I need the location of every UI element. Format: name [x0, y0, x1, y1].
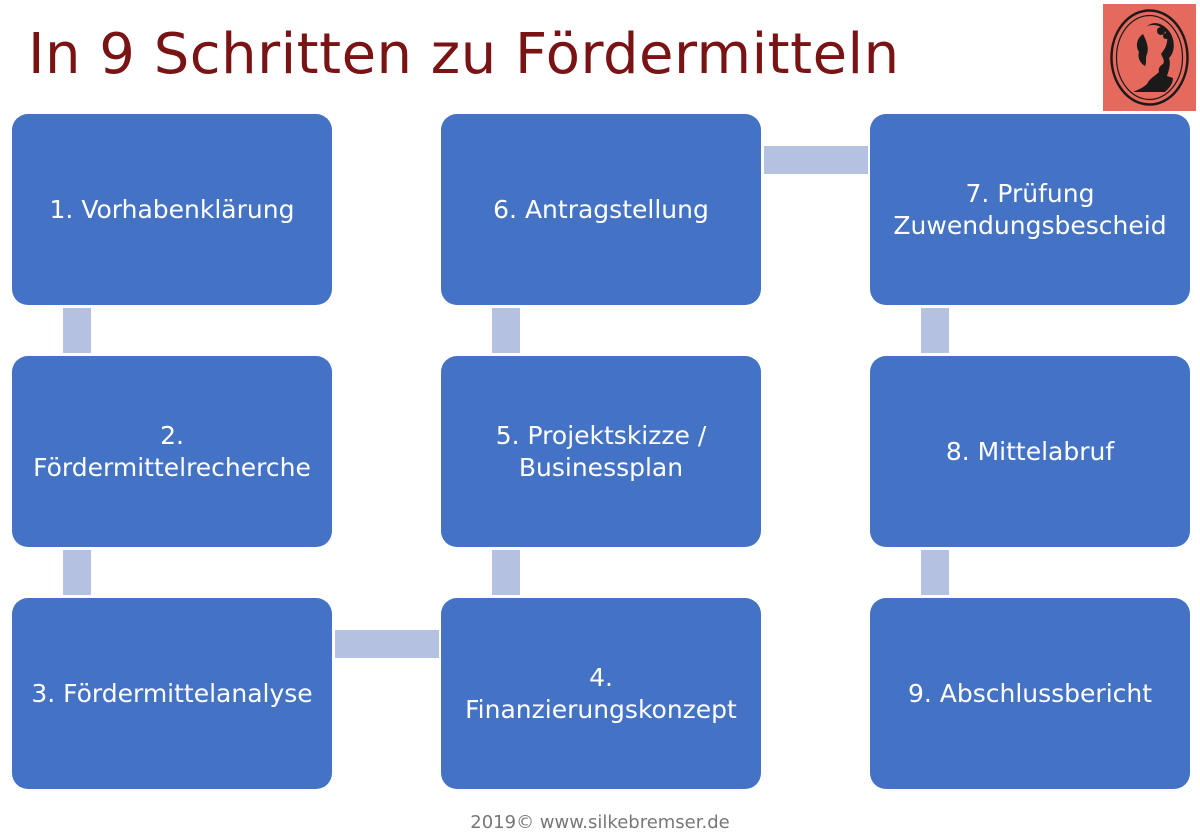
step-3-box: 3. Fördermittelanalyse — [12, 598, 332, 789]
connector-5-6 — [492, 308, 520, 353]
connector-2-3 — [63, 550, 91, 595]
step-5-box: 5. Projektskizze / Businessplan — [441, 356, 761, 547]
connector-8-9 — [921, 550, 949, 595]
step-4-box: 4. Finanzierungskonzept — [441, 598, 761, 789]
page-title: In 9 Schritten zu Fördermitteln — [28, 22, 900, 87]
connector-6-7 — [764, 146, 868, 174]
connector-4-5 — [492, 550, 520, 595]
step-1-box: 1. Vorhabenklärung — [12, 114, 332, 305]
step-8-box: 8. Mittelabruf — [870, 356, 1190, 547]
step-6-box: 6. Antragstellung — [441, 114, 761, 305]
connector-3-4 — [335, 630, 439, 658]
connector-1-2 — [63, 308, 91, 353]
footer-copyright: 2019© www.silkebremser.de — [470, 812, 730, 833]
step-7-box: 7. Prüfung Zuwendungsbescheid — [870, 114, 1190, 305]
logo — [1103, 4, 1196, 111]
cameo-portrait-icon — [1110, 9, 1189, 106]
connector-7-8 — [921, 308, 949, 353]
step-2-box: 2. Fördermittelrecherche — [12, 356, 332, 547]
step-9-box: 9. Abschlussbericht — [870, 598, 1190, 789]
